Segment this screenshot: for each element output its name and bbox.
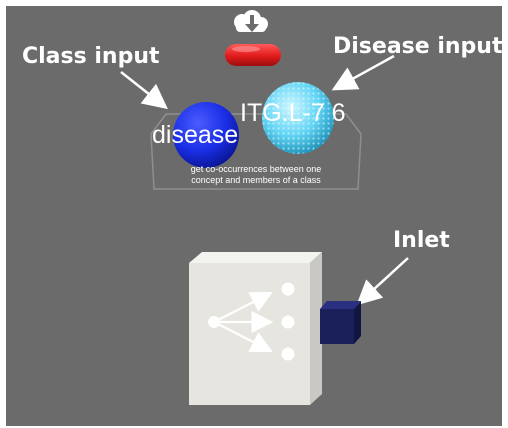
disease-input-annotation: Disease input	[333, 34, 502, 59]
fan-out-arrows-icon	[208, 282, 295, 361]
class-input-arrow	[120, 71, 168, 110]
node-input-panel	[150, 113, 362, 190]
class-input-value: disease	[152, 121, 239, 149]
3d-viewport[interactable]: Class input Disease input Inlet disease …	[6, 6, 502, 426]
node-description-line-1: get co-occurrences between one	[190, 164, 322, 174]
class-input-sphere[interactable]	[173, 102, 239, 168]
node-description-line-2: concept and members of a class	[191, 175, 321, 185]
disease-input-value: ITG.L-7 6	[240, 99, 346, 127]
inlet-arrow	[356, 257, 409, 306]
run-pill-button[interactable]	[225, 44, 281, 66]
inlet-annotation: Inlet	[393, 228, 450, 253]
disease-input-sphere[interactable]	[262, 82, 334, 154]
inlet-cube[interactable]	[320, 301, 361, 344]
disease-input-arrow	[331, 54, 395, 91]
node-cube[interactable]	[189, 252, 322, 405]
scene-canvas	[120, 10, 409, 405]
node-description: get co-occurrences between one concept a…	[156, 164, 356, 186]
cloud-download-icon[interactable]	[234, 10, 268, 32]
class-input-annotation: Class input	[22, 44, 160, 69]
